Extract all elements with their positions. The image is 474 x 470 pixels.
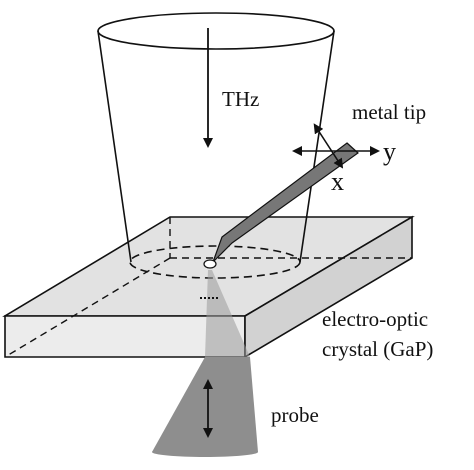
metal-tip-label: metal tip	[352, 100, 426, 124]
tip-apex-spot	[203, 259, 217, 269]
thz-beam-left-edge	[97, 30, 132, 263]
y-axis-label: y	[383, 137, 396, 166]
probe-beam-in-crystal	[205, 270, 250, 357]
thz-beam-focal-ellipse	[129, 245, 301, 279]
thz-label: THz	[222, 87, 259, 111]
thz-beam-top-rim	[97, 12, 335, 50]
x-axis-label: x	[331, 167, 344, 196]
probe-label: probe	[271, 403, 319, 427]
x-axis-arrow	[313, 123, 344, 169]
crystal-hidden-edge-left	[4, 257, 171, 358]
crystal-label-line2: crystal (GaP)	[322, 337, 433, 361]
probe-beam-base	[152, 447, 258, 457]
probe-beam-cone	[152, 357, 258, 452]
crystal-label-line1: electro-optic	[322, 307, 428, 331]
